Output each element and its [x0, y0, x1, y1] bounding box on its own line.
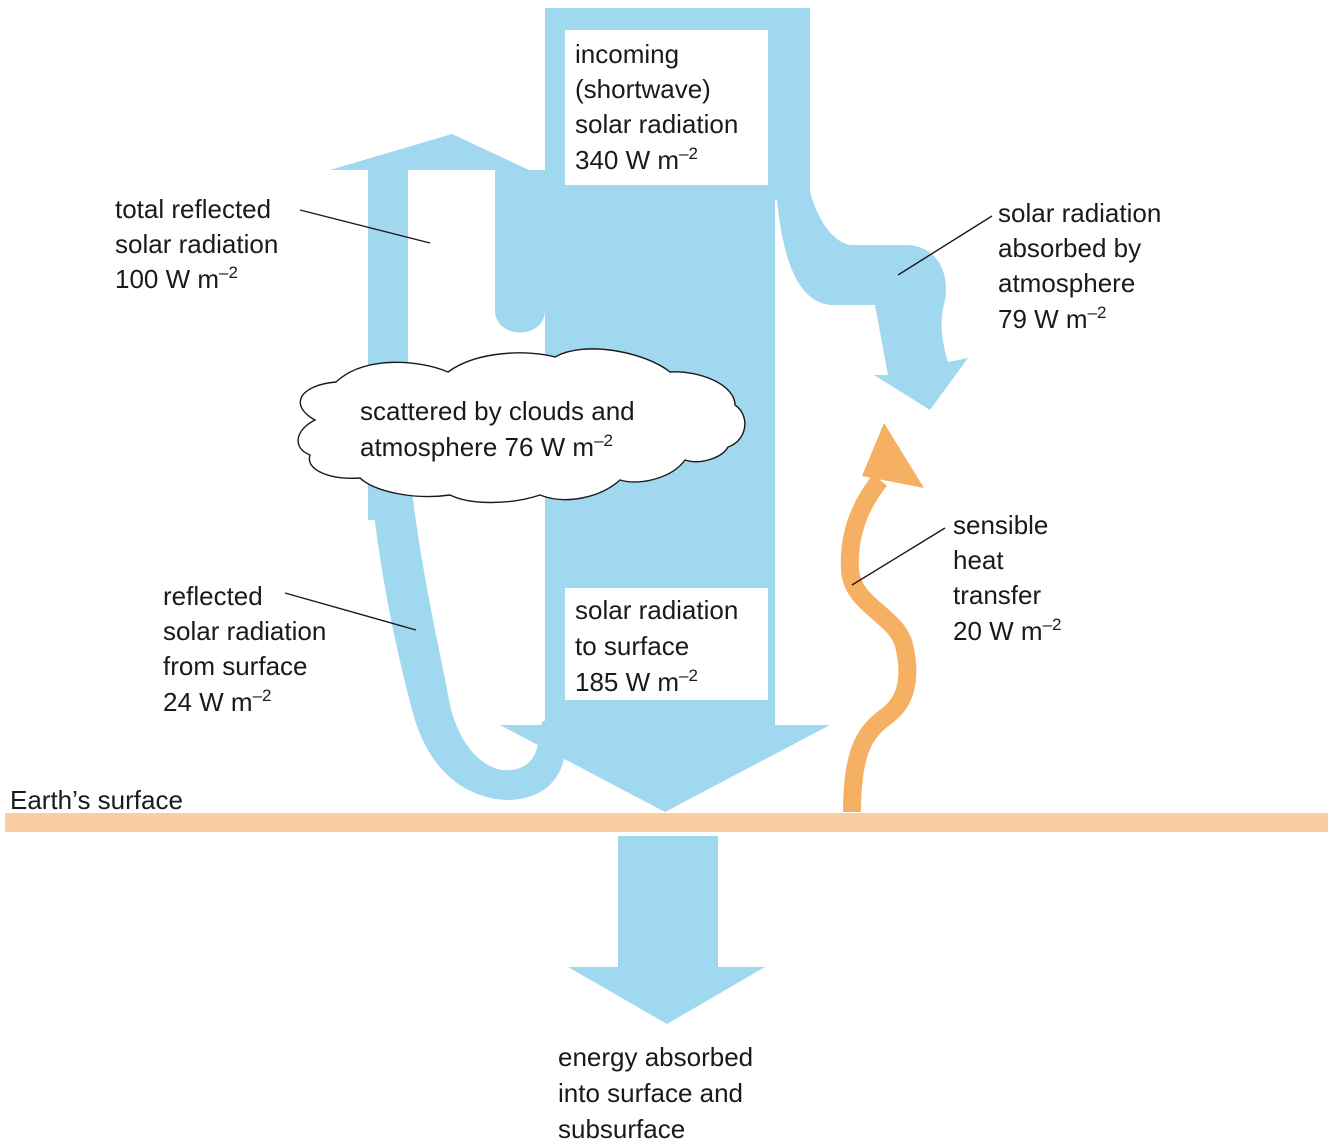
to-surface-label: solar radiation to surface: [575, 595, 746, 661]
sensible-heat-value: 20 W m–2: [953, 615, 1062, 646]
total-reflected-value-exp: –2: [219, 263, 238, 282]
absorbed-atmosphere-line2: absorbed by: [998, 233, 1141, 263]
reflected-u-connector: [495, 170, 545, 333]
reflected-surface-value: 24 W m–2: [163, 686, 272, 717]
reflected-surface-line3: from surface: [163, 651, 308, 681]
total-reflected-value: 100 W m–2: [115, 263, 238, 294]
sensible-heat-value-exp: –2: [1043, 615, 1062, 634]
absorbed-atmosphere-value-exp: –2: [1088, 303, 1107, 322]
total-reflected-label: total reflected solar radiation: [115, 194, 278, 259]
incoming-value-num: 340 W m: [575, 145, 679, 175]
earth-surface-band: [5, 813, 1328, 832]
cloud-shape: [297, 348, 746, 504]
to-surface-line1: solar radiation: [575, 595, 738, 625]
total-reflected-line2: solar radiation: [115, 229, 278, 259]
absorbed-atmosphere-leader: [897, 215, 993, 276]
absorbed-into-surface-arrow: [568, 836, 765, 1024]
absorbed-surface-line1: energy absorbed: [558, 1042, 753, 1072]
sensible-heat-leader: [851, 527, 946, 586]
reflected-surface-label: reflected solar radiation from surface: [163, 581, 334, 681]
reflected-surface-value-num: 24 W m: [163, 687, 253, 717]
scattered-value-num: atmosphere 76 W m: [360, 432, 594, 462]
absorbed-by-atmosphere-flow: [775, 180, 968, 410]
incoming-value: 340 W m–2: [575, 144, 698, 175]
absorbed-surface-line3: subsurface: [558, 1114, 685, 1144]
incoming-line3: solar radiation: [575, 109, 738, 139]
total-reflected-line1: total reflected: [115, 194, 271, 224]
absorbed-atmosphere-line1: solar radiation: [998, 198, 1161, 228]
reflected-surface-leader: [284, 592, 417, 631]
sensible-heat-label: sensible heat transfer: [953, 510, 1056, 610]
absorbed-atmosphere-value-num: 79 W m: [998, 304, 1088, 334]
incoming-value-exp: –2: [679, 144, 698, 163]
sensible-heat-arrow-shaft: [840, 474, 917, 813]
reflected-from-surface-flow: [368, 455, 566, 800]
incoming-line1: incoming: [575, 39, 679, 69]
scattered-line1: scattered by clouds and: [360, 396, 635, 426]
total-reflected-leader: [299, 209, 431, 244]
to-surface-value: 185 W m–2: [575, 666, 698, 697]
sensible-heat-line3: transfer: [953, 580, 1041, 610]
absorbed-surface-label: energy absorbed into surface and subsurf…: [558, 1042, 760, 1144]
scattered-value-exp: –2: [594, 431, 613, 450]
absorbed-surface-line2: into surface and: [558, 1078, 743, 1108]
sensible-heat-line1: sensible: [953, 510, 1048, 540]
scattered-line2: atmosphere 76 W m–2: [360, 431, 613, 462]
incoming-label-box: [565, 30, 768, 185]
sensible-heat-value-num: 20 W m: [953, 616, 1043, 646]
absorbed-atmosphere-line3: atmosphere: [998, 268, 1135, 298]
absorbed-atmosphere-value: 79 W m–2: [998, 303, 1107, 334]
reflected-surface-value-exp: –2: [253, 686, 272, 705]
to-surface-value-num: 185 W m: [575, 667, 679, 697]
total-reflected-value-num: 100 W m: [115, 264, 219, 294]
incoming-line2: (shortwave): [575, 74, 711, 104]
to-surface-label-box: [565, 588, 768, 700]
to-surface-value-exp: –2: [679, 666, 698, 685]
earth-surface-label: Earth’s surface: [10, 785, 183, 815]
sensible-heat-arrowhead: [862, 423, 924, 488]
reflected-surface-line2: solar radiation: [163, 616, 326, 646]
incoming-label: incoming (shortwave) solar radiation: [575, 39, 738, 139]
absorbed-atmosphere-label: solar radiation absorbed by atmosphere: [998, 198, 1169, 298]
reflected-surface-line1: reflected: [163, 581, 263, 611]
sensible-heat-line2: heat: [953, 545, 1004, 575]
to-surface-line2: to surface: [575, 631, 689, 661]
